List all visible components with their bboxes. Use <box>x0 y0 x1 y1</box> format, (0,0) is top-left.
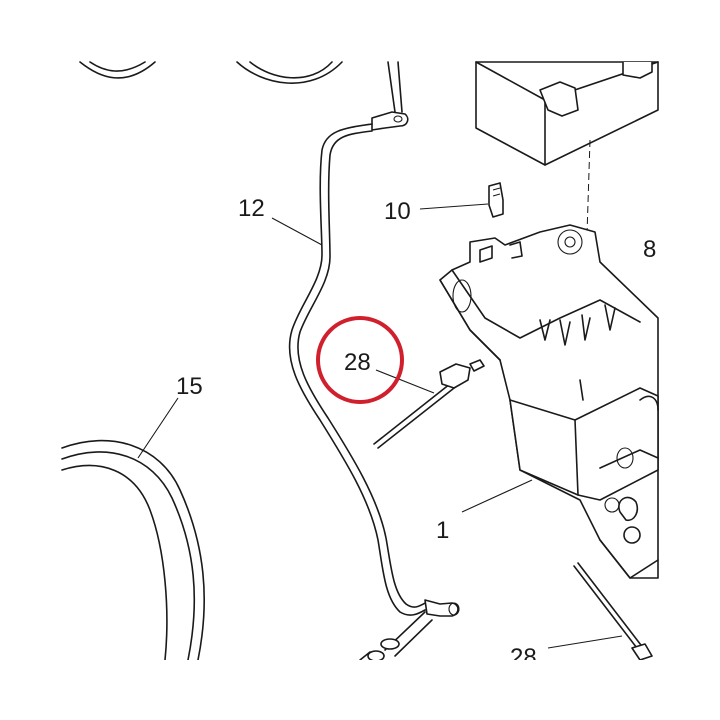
callout-15: 15 <box>176 373 203 400</box>
leader-12 <box>271 217 323 246</box>
cable-tie-28-bottom <box>573 562 653 661</box>
crop-mask-bottom <box>0 660 720 720</box>
cable-loop-top-middle <box>236 61 343 84</box>
relay-box-8 <box>475 61 659 361</box>
leader-lines <box>137 203 623 649</box>
callout-12: 12 <box>238 195 265 222</box>
callout-1: 1 <box>436 517 449 544</box>
callout-10: 10 <box>384 198 411 225</box>
cable-tie-28-highlighted <box>373 359 485 449</box>
leader-28-bottom <box>547 635 623 649</box>
leader-10 <box>419 203 489 210</box>
housing-1 <box>439 224 659 579</box>
crop-mask-right <box>660 0 720 720</box>
highlight-circle <box>316 316 404 404</box>
callout-8: 8 <box>643 236 656 263</box>
ground-cable-12 <box>288 61 460 617</box>
bolt-washer-stack <box>359 611 433 662</box>
leader-15 <box>137 397 179 459</box>
crop-mask-top <box>0 0 720 60</box>
callout-28-top: 28 <box>344 349 371 376</box>
leader-1 <box>461 479 533 513</box>
connector-10 <box>488 182 504 218</box>
crop-mask-left <box>0 0 60 720</box>
cable-loop-15 <box>61 439 206 661</box>
leader-28-top <box>375 369 435 394</box>
cable-loop-top-left <box>79 61 156 79</box>
